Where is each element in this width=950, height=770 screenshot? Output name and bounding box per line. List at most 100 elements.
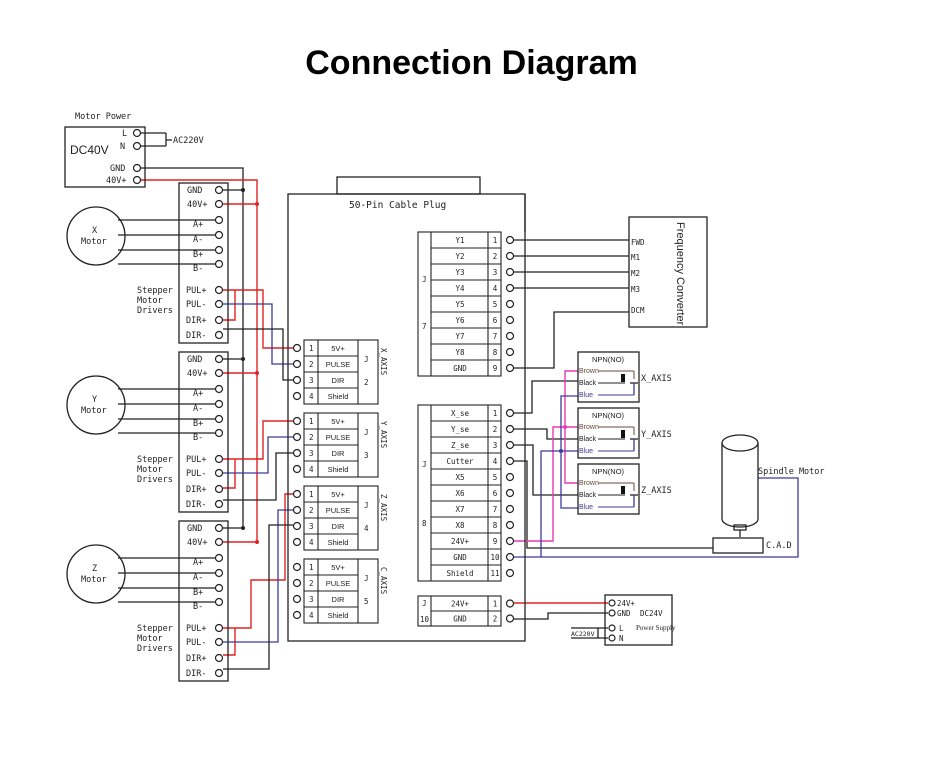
- connector-pin-label: X_se: [451, 409, 470, 418]
- axis-pin-label: DIR: [332, 449, 346, 458]
- connector-pin-number: 1: [493, 409, 498, 418]
- connector-pin-terminal: [505, 424, 515, 434]
- motor-label: Motor: [81, 575, 107, 585]
- axis-connector-number: 4: [364, 524, 369, 533]
- driver-terminal: [214, 499, 224, 509]
- driver-terminal: [214, 623, 224, 633]
- axis-pin-number: 1: [309, 563, 314, 572]
- driver-terminal-label: A+: [193, 558, 203, 568]
- sensor-wire-label: Black: [579, 492, 597, 499]
- connector-number: 8: [422, 519, 427, 528]
- axis-connector-number: 5: [364, 597, 369, 606]
- connector-pin-number: 6: [493, 316, 498, 325]
- driver-caption-line: Motor: [137, 296, 163, 306]
- axis-pin-number: 4: [309, 392, 314, 401]
- sensor-box: [577, 463, 640, 515]
- driver-terminal: [214, 384, 224, 394]
- connector-pin-number: 4: [493, 457, 498, 466]
- mp-l-terminal: [132, 128, 142, 138]
- spindle-motor: Spindle Motor C.A.D: [712, 434, 825, 554]
- axis-pin-number: 4: [309, 465, 314, 474]
- y-pul-minus-wire: [223, 436, 293, 474]
- driver-terminal: [214, 315, 224, 325]
- ps-terminal-24v: 24V+: [617, 599, 636, 608]
- sensor-box: [577, 351, 640, 403]
- driver-caption-line: Motor: [137, 634, 163, 644]
- connector-pin-terminal: [505, 267, 515, 277]
- axis-pin-label: 5V+: [331, 344, 345, 353]
- connector-pin-terminal: [505, 552, 515, 562]
- connector-pin-number: 2: [493, 252, 498, 261]
- connector-pin-terminal: [505, 504, 515, 514]
- driver-terminal-label: A-: [193, 404, 203, 414]
- power-supply-24v: 24V+ GND DC24V L N Power Supply AC220V: [571, 594, 676, 646]
- v40-bus-wire: [141, 179, 258, 544]
- connector-pin-number: 3: [493, 441, 498, 450]
- connector-pin-terminal: [505, 614, 515, 623]
- motor-circle: [66, 544, 126, 604]
- driver-terminal-label: B+: [193, 588, 203, 598]
- connector-pin-label: Y2: [455, 252, 464, 261]
- motor-power-label: DC40V: [70, 143, 109, 157]
- connector-pin-number: 9: [493, 537, 498, 546]
- frequency-converter-title: Frequency Converter: [674, 222, 686, 326]
- axis-pin-label: PULSE: [326, 506, 351, 515]
- axis-connector-j: J: [364, 501, 369, 510]
- driver-terminal-label: PUL-: [186, 638, 206, 648]
- motor-power-box: [64, 126, 146, 188]
- plug-body: [287, 193, 526, 642]
- wires-layer: [141, 132, 799, 670]
- psu-gnd-wire: [514, 612, 608, 620]
- driver-terminal-label: A+: [193, 220, 203, 230]
- x-pul-wire: [223, 289, 293, 349]
- connector-pin-terminal: [505, 408, 515, 418]
- connector-pin-label: Y5: [455, 300, 464, 309]
- connector-pin-label: X5: [455, 473, 464, 482]
- driver-terminal: [214, 299, 224, 309]
- axis-pin-terminal: [292, 610, 302, 620]
- driver-terminal-label: DIR+: [186, 485, 206, 495]
- driver-terminal-label: PUL-: [186, 469, 206, 479]
- fc-terminal-fwd: FWD: [631, 238, 645, 247]
- driver-terminal: [214, 428, 224, 438]
- gnd-bus-wire: [141, 167, 244, 530]
- axis-pin-number: 3: [309, 595, 314, 604]
- connector-pin-terminal: [505, 536, 515, 546]
- ps-l-terminal: [608, 624, 616, 632]
- driver-terminal-label: 40V+: [187, 369, 207, 379]
- axis-connector-name: Z_AXIS: [379, 494, 388, 522]
- axis-pin-label: PULSE: [326, 579, 351, 588]
- ps-24v-terminal: [608, 599, 616, 607]
- axis-connector-name: C_AXIS: [379, 567, 388, 595]
- connector-pin-terminal: [505, 520, 515, 530]
- motor-circle: [66, 206, 126, 266]
- axis-pin-label: 5V+: [331, 417, 345, 426]
- driver-terminal-label: B-: [193, 433, 203, 443]
- y-pul-wire: [223, 420, 293, 460]
- sensor-wire-label: Brown: [579, 480, 599, 487]
- sensor-type: NPN(NO): [592, 411, 625, 420]
- ps-label: DC24V: [640, 609, 663, 618]
- power-supply-box: [604, 594, 673, 646]
- motor-circle: [66, 375, 126, 435]
- axis-pin-number: 1: [309, 417, 314, 426]
- sensor-type: NPN(NO): [592, 355, 625, 364]
- axis-pin-number: 4: [309, 538, 314, 547]
- sensor-box: [577, 407, 640, 459]
- plug-title: 50-Pin Cable Plug: [349, 200, 446, 211]
- driver-terminal: [214, 285, 224, 295]
- axis-pin-number: 4: [309, 611, 314, 620]
- axis-pin-label: PULSE: [326, 360, 351, 369]
- connector-pin-label: GND: [453, 553, 467, 562]
- connector-frame: [417, 231, 502, 377]
- driver-terminal-label: GND: [187, 186, 202, 196]
- driver-terminal: [214, 568, 224, 578]
- driver-terminal: [214, 215, 224, 225]
- driver-terminal: [214, 637, 224, 647]
- axis-pin-number: 3: [309, 376, 314, 385]
- axis-connector-number: 2: [364, 378, 369, 387]
- ps-terminal-gnd: GND: [617, 609, 631, 618]
